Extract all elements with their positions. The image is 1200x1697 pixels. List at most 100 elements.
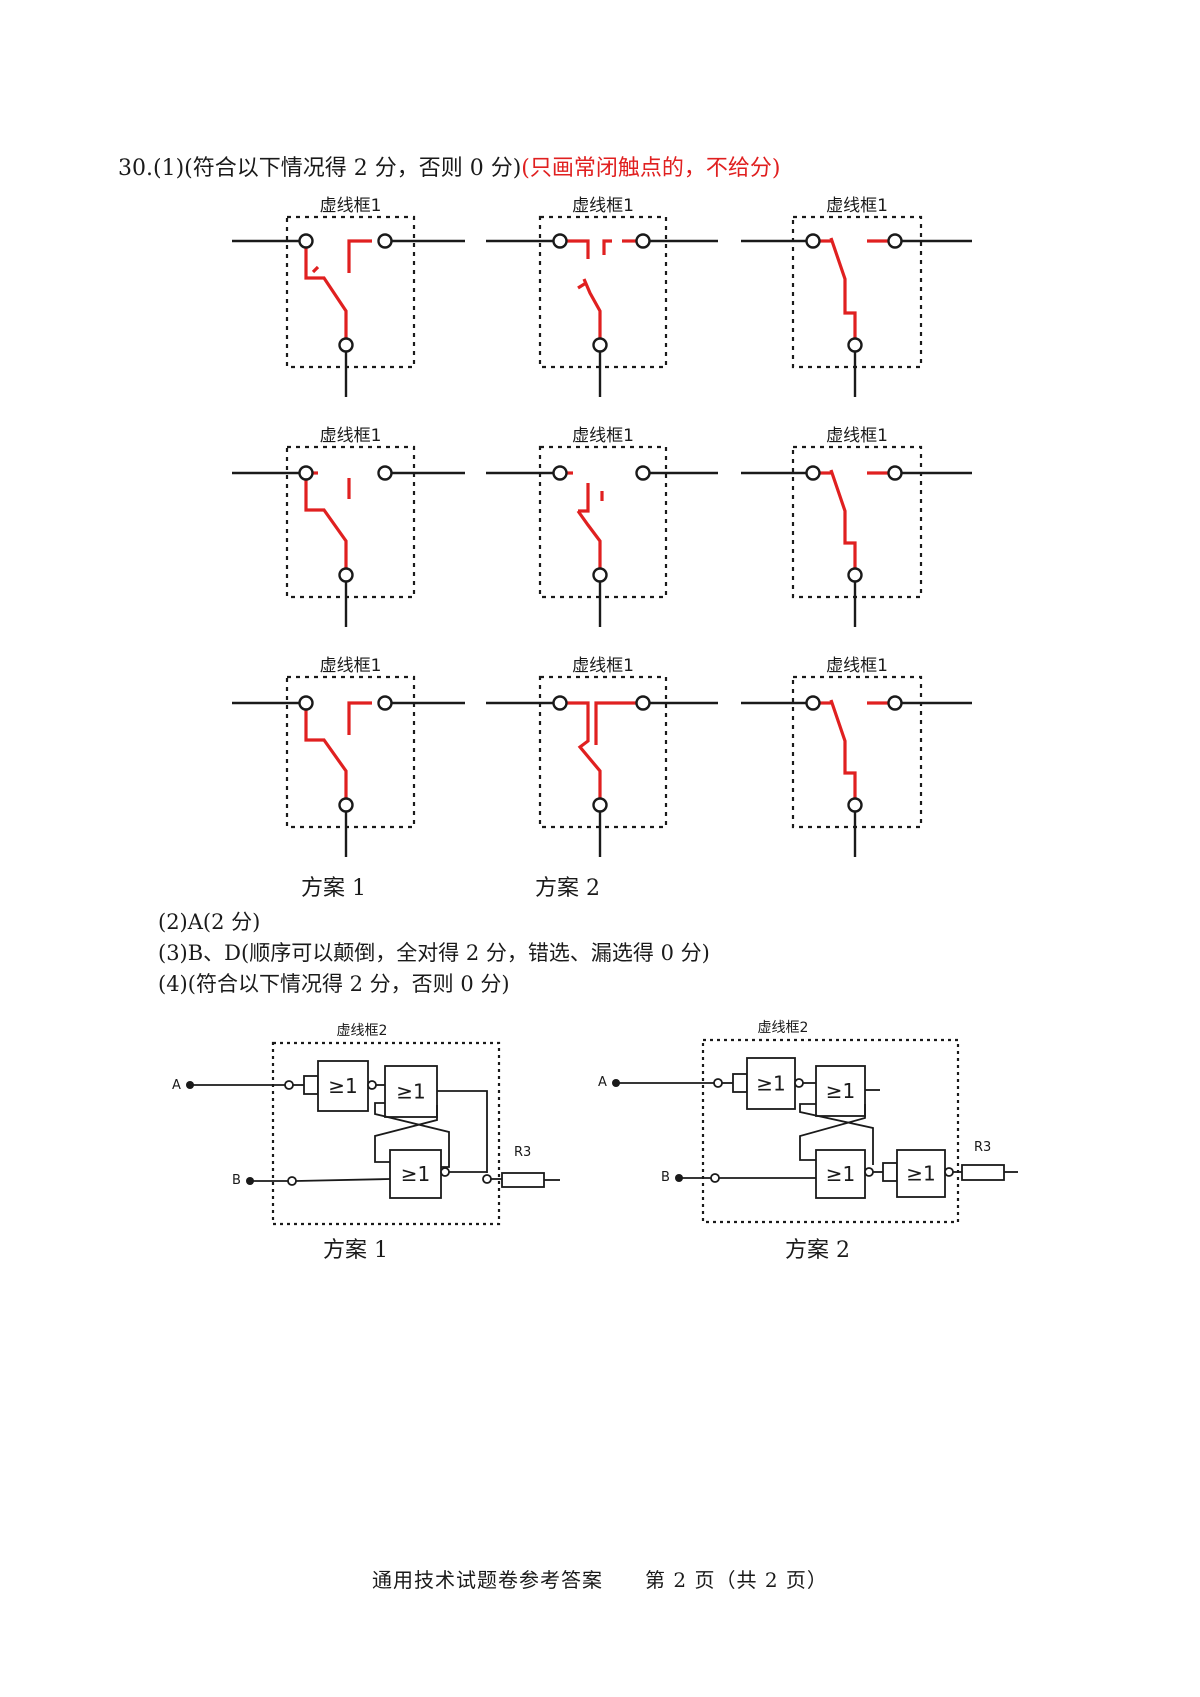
relay-contact-line [304, 479, 348, 569]
terminal-circle [298, 233, 314, 249]
terminal-circle [338, 567, 354, 583]
terminal-circle [805, 465, 821, 481]
terminal-circle [377, 465, 393, 481]
relay-panel [232, 445, 465, 627]
relay-contact-line [566, 701, 602, 799]
relay-scheme1-caption: 方案 1 [301, 876, 366, 901]
gate-symbol: ≥1 [396, 1080, 425, 1104]
terminal-circle [298, 465, 314, 481]
relay-contact-line [577, 281, 587, 290]
relay-contact-line [582, 278, 602, 339]
input-b-label: B [232, 1173, 241, 1188]
terminal-circle [552, 465, 568, 481]
relay-panel [486, 215, 718, 397]
relay-contact-line [578, 483, 590, 513]
relay-box-title: 虚线框1 [572, 426, 634, 446]
relay-contact-line [576, 510, 602, 569]
relay-contact-line [594, 701, 636, 745]
dashed-box [791, 675, 923, 829]
logic-box-title-2: 虚线框2 [757, 1020, 809, 1036]
dashed-box [538, 675, 668, 829]
logic-scheme1-caption: 方案 1 [323, 1238, 388, 1263]
gate-input-stub [303, 1075, 319, 1095]
terminal-circle [847, 337, 863, 353]
relay-contact-line [602, 239, 612, 255]
relay-box-title: 虚线框1 [319, 656, 382, 676]
question-prefix: 30.(1)(符合以下情况得 2 分，否则 0 分) [118, 156, 522, 181]
or-gate [317, 1060, 369, 1112]
dashed-box [701, 1038, 960, 1224]
or-gate [815, 1065, 866, 1117]
question-line: 30.(1)(符合以下情况得 2 分，否则 0 分)(只画常闭触点的，不给分) [118, 150, 780, 182]
resistor-r3 [961, 1164, 1005, 1181]
dashed-box [791, 215, 923, 369]
relay-panel [741, 215, 972, 397]
relay-contact-line [311, 265, 320, 274]
terminal-circle [887, 233, 903, 249]
terminal-circle [847, 567, 863, 583]
relay-panel [741, 445, 972, 627]
terminal-circle [377, 233, 393, 249]
terminal-circle [552, 695, 568, 711]
answer-3: (3)B、D(顺序可以颠倒，全对得 2 分，错选、漏选得 0 分) [158, 941, 710, 965]
dashed-box [791, 445, 923, 599]
inverter-bubble [287, 1176, 297, 1186]
relay-contact-line [304, 247, 348, 339]
terminal-circle [887, 695, 903, 711]
terminal-circle [635, 695, 651, 711]
resistor-r3 [501, 1172, 545, 1188]
wire [437, 1090, 488, 1173]
gate-symbol: ≥1 [826, 1079, 855, 1103]
inverter-bubble [944, 1167, 954, 1177]
wire [799, 1103, 874, 1165]
terminal-circle [592, 567, 608, 583]
inverter-bubble [482, 1174, 492, 1184]
dashed-box [271, 1041, 501, 1226]
input-a-label: A [172, 1078, 181, 1093]
page-footer: 通用技术试题卷参考答案 第 2 页（共 2 页） [372, 1568, 828, 1592]
terminal-circle [552, 233, 568, 249]
terminal-circle [805, 233, 821, 249]
terminal-circle [805, 695, 821, 711]
relay-box-title: 虚线框1 [572, 656, 634, 676]
relay-box-title: 虚线框1 [319, 426, 382, 446]
wire [799, 1104, 866, 1161]
relay-contact-line [829, 699, 857, 799]
logic-box-title-1: 虚线框2 [336, 1023, 388, 1039]
inverter-bubble [864, 1167, 874, 1177]
resistor-label: R3 [514, 1145, 531, 1160]
gate-symbol: ≥1 [826, 1162, 855, 1186]
relay-contact-line [566, 239, 590, 259]
terminal-circle [592, 797, 608, 813]
dashed-box [285, 215, 416, 369]
relay-contact-line [829, 237, 857, 339]
terminal-circle [635, 233, 651, 249]
gate-symbol: ≥1 [328, 1074, 357, 1098]
gate-symbol: ≥1 [906, 1162, 935, 1186]
relay-scheme2-caption: 方案 2 [535, 876, 600, 901]
terminal-circle [592, 337, 608, 353]
terminal-circle [887, 465, 903, 481]
relay-contact-line [347, 239, 372, 273]
relay-diagrams [232, 215, 972, 857]
answer-2: (2)A(2 分) [158, 910, 261, 934]
relay-panel [486, 675, 718, 857]
dashed-box [538, 445, 668, 599]
relay-panel [232, 675, 465, 857]
wire [295, 1178, 391, 1182]
gate-symbol: ≥1 [756, 1072, 785, 1096]
inverter-bubble [367, 1080, 377, 1090]
inverter-bubble [284, 1080, 294, 1090]
relay-box-title: 虚线框1 [319, 196, 382, 216]
inverter-bubble [440, 1167, 450, 1177]
relay-box-title: 虚线框1 [826, 426, 888, 446]
or-gate [896, 1149, 946, 1198]
relay-contact-line [347, 701, 372, 735]
answer-4: (4)(符合以下情况得 2 分，否则 0 分) [158, 972, 510, 996]
wire [374, 1105, 438, 1163]
inverter-bubble [713, 1078, 723, 1088]
terminal-circle [377, 695, 393, 711]
